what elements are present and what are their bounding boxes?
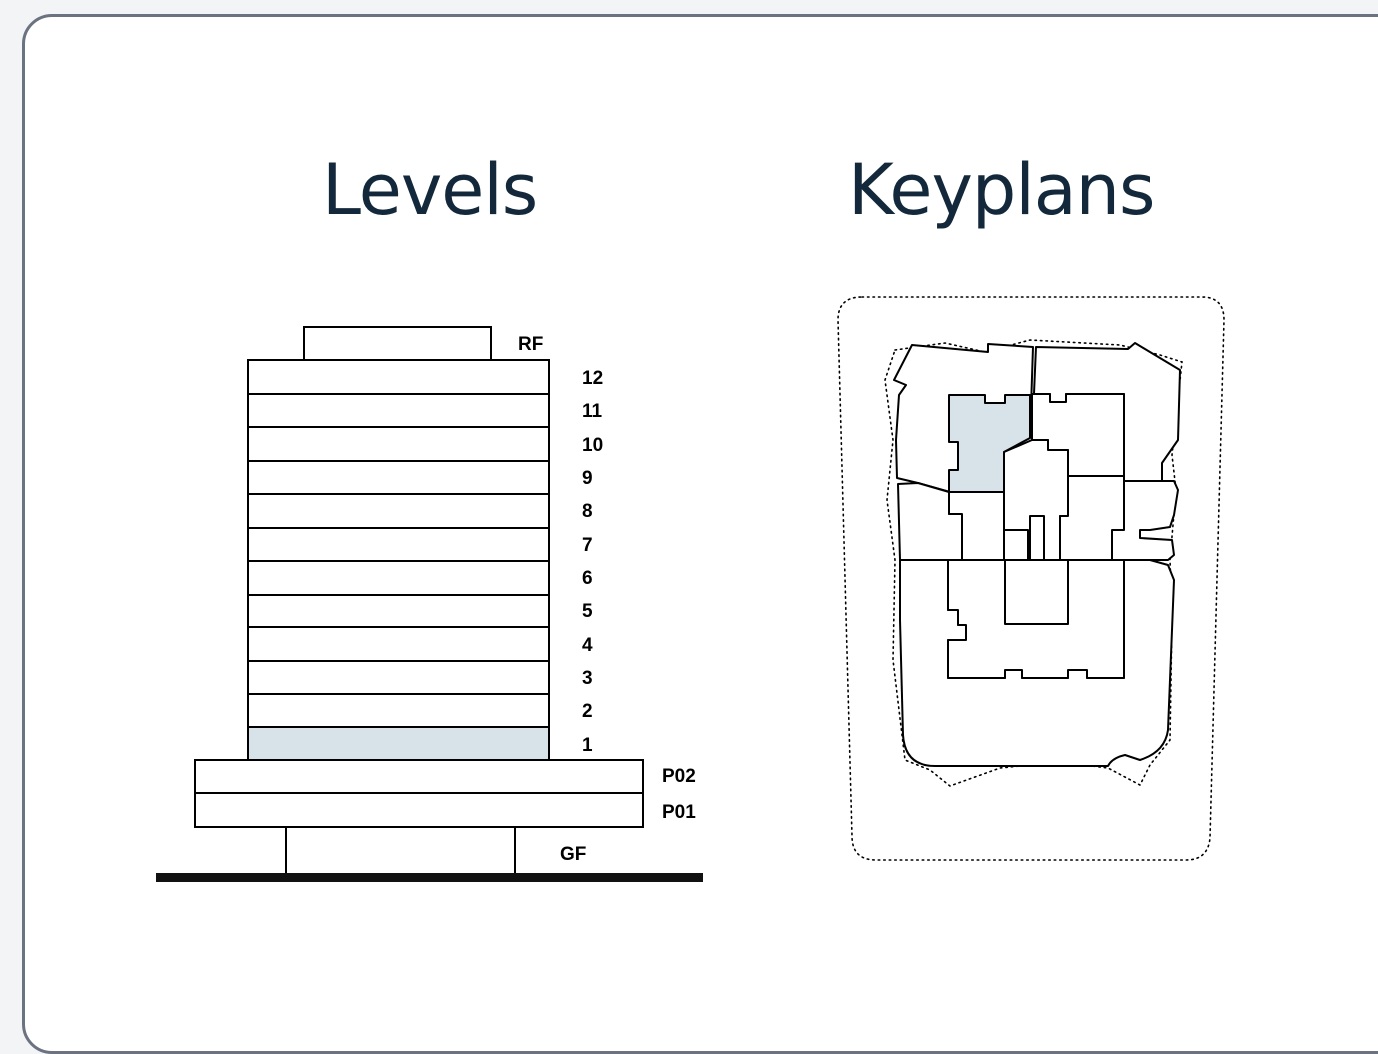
floor-2[interactable]: [247, 693, 550, 728]
floor-label-3: 3: [582, 668, 593, 689]
floor-rf[interactable]: [303, 326, 492, 361]
floor-label-9: 9: [582, 468, 593, 489]
unit-lower-inner[interactable]: [947, 559, 1125, 679]
floor-7[interactable]: [247, 527, 550, 562]
building-setback: [884, 339, 1183, 787]
floor-label-gf: GF: [560, 844, 586, 865]
floor-1[interactable]: [247, 726, 550, 761]
floor-9[interactable]: [247, 460, 550, 495]
ground-line: [156, 873, 703, 882]
floor-label-1: 1: [582, 735, 593, 756]
floor-label-11: 11: [582, 401, 603, 422]
unit-middle-center-left[interactable]: [948, 491, 1029, 561]
levels-diagram: RF 12 11 10 9 8 7 6 5 4 3 2 1 P02 P01 GF: [156, 326, 703, 882]
site-boundary: [837, 296, 1225, 861]
floor-label-7: 7: [582, 535, 593, 556]
floor-3[interactable]: [247, 660, 550, 695]
floor-8[interactable]: [247, 493, 550, 529]
floor-label-rf: RF: [518, 334, 543, 355]
floor-p01[interactable]: [194, 792, 644, 828]
floor-label-12: 12: [582, 368, 603, 389]
keyplans-title: Keyplans: [848, 149, 1156, 231]
floor-4[interactable]: [247, 626, 550, 662]
unit-lower-core[interactable]: [1004, 559, 1069, 625]
floor-p02[interactable]: [194, 759, 644, 794]
floor-label-2: 2: [582, 701, 593, 722]
floor-label-p02: P02: [662, 766, 696, 787]
levels-title: Levels: [322, 149, 538, 231]
floor-label-8: 8: [582, 501, 593, 522]
floor-label-10: 10: [582, 435, 603, 456]
floor-label-p01: P01: [662, 802, 696, 823]
floor-label-4: 4: [582, 635, 593, 656]
floor-label-5: 5: [582, 601, 593, 622]
keyplan-diagram: [837, 296, 1225, 861]
floor-label-6: 6: [582, 568, 593, 589]
unit-middle-right[interactable]: [1111, 480, 1179, 561]
floor-6[interactable]: [247, 560, 550, 596]
